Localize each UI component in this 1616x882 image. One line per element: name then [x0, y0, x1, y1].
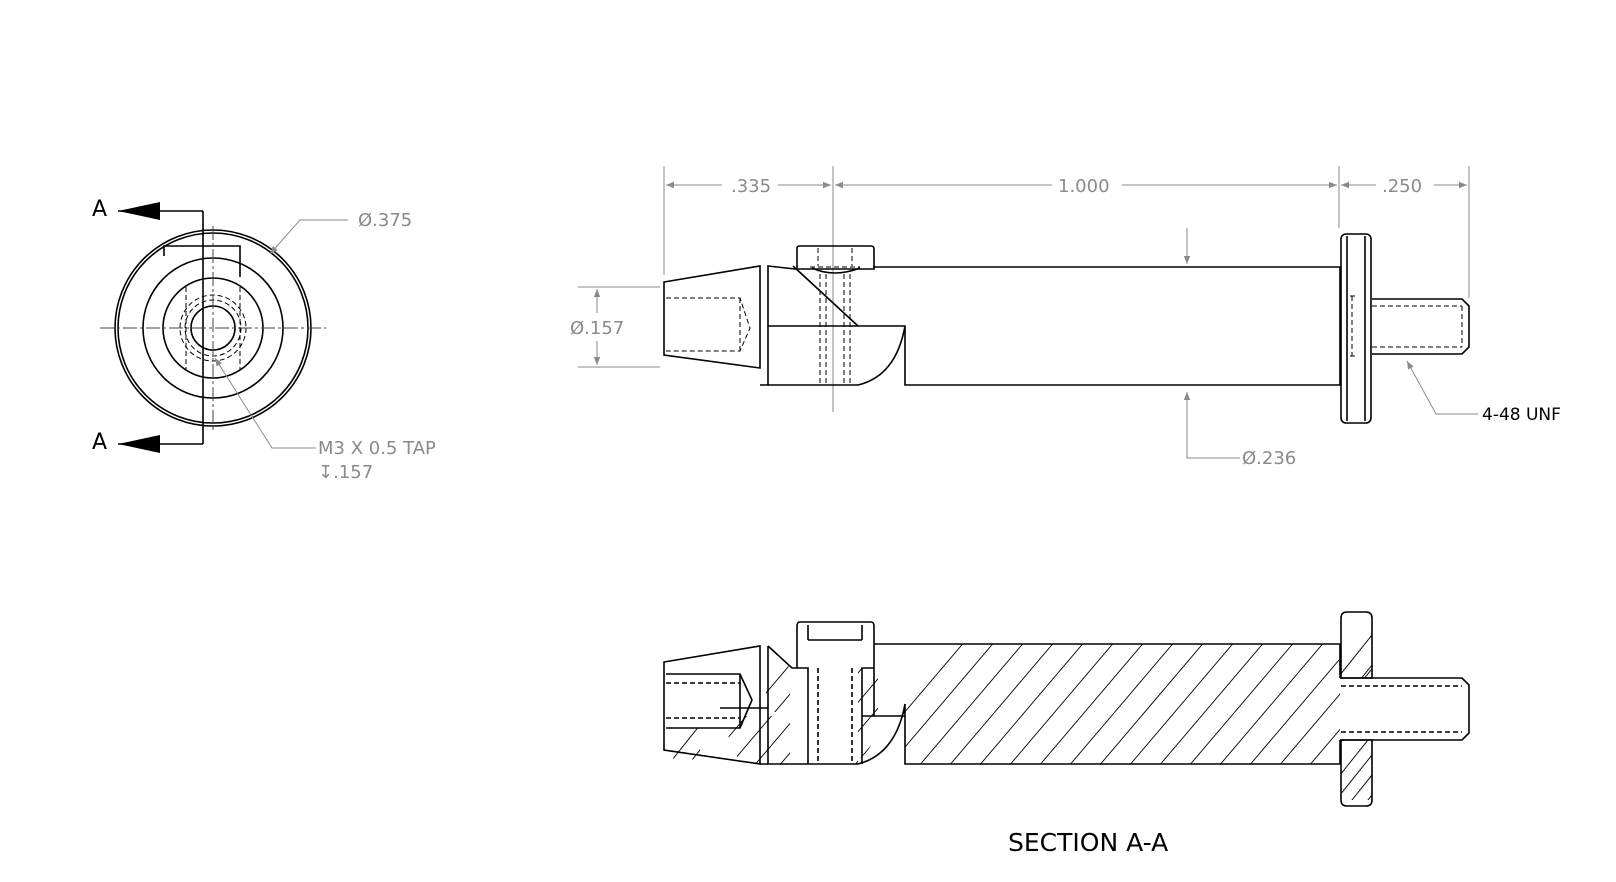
section-stud-thread [1341, 685, 1462, 733]
side-screw-hex-hidden [810, 248, 860, 268]
section-arrow-top [118, 202, 160, 220]
section-hatch-flange [1341, 618, 1372, 800]
section-view: SECTION A-A [663, 611, 1470, 857]
section-letter-top: A [92, 197, 107, 222]
dim-body-diameter: Ø.236 [1242, 448, 1296, 469]
diameter-callout: Ø.375 [358, 210, 412, 231]
screw-flat-outline [163, 245, 241, 277]
section-title: SECTION A-A [1008, 828, 1168, 857]
section-part-outline [663, 611, 1470, 807]
side-threaded-stud [1372, 298, 1470, 355]
section-flange-bottom [1340, 739, 1373, 807]
section-slot-top [767, 645, 797, 669]
thread-callout: 4-48 UNF [1482, 405, 1561, 425]
side-slot-diagonal [792, 265, 859, 327]
front-view: A A Ø.375 M3 X 0.5 TAP ↧.157 [92, 197, 436, 483]
side-screw-head-base [811, 267, 861, 274]
section-letter-bottom: A [92, 430, 107, 455]
section-arrow-bottom [118, 435, 160, 453]
side-body-curve [768, 325, 906, 386]
section-body-upper [874, 643, 1341, 678]
thread-leader [1406, 360, 1478, 415]
side-body [767, 265, 1341, 386]
dim-middle: 1.000 [1058, 176, 1110, 197]
side-tip-hidden-hole [666, 297, 751, 352]
section-body-lower [767, 703, 1341, 765]
side-screw-head [796, 245, 875, 268]
side-stud-thread-hidden [1372, 305, 1463, 348]
side-view: .335 1.000 .250 Ø.157 Ø.236 4-48 UNF [570, 166, 1561, 469]
side-screw-shank-hidden [819, 274, 851, 384]
section-hatch-body [880, 644, 1340, 764]
dim-body-arrow-bottom [1183, 392, 1240, 459]
dim-left: .335 [731, 176, 771, 197]
tap-leader [214, 357, 316, 449]
diameter-leader [269, 219, 348, 255]
section-screw-socket [807, 625, 863, 641]
section-stud [1340, 677, 1470, 741]
dim-right: .250 [1382, 176, 1422, 197]
section-jaw-line [862, 668, 905, 717]
side-flange [1340, 233, 1372, 424]
section-screw-shank [797, 667, 874, 764]
section-line-a-a: A A [92, 197, 204, 455]
side-part-outline [663, 233, 1470, 424]
side-body-lower-left [760, 326, 769, 386]
section-hatch-tip [665, 728, 700, 760]
section-screw-head [796, 621, 875, 668]
section-screw-thread [817, 668, 853, 764]
side-flange-hidden-hole [1350, 295, 1356, 357]
tap-callout-line2: ↧.157 [318, 462, 373, 483]
side-tip-cone [663, 265, 761, 369]
section-hatch-mid [720, 648, 878, 764]
tap-callout-line1: M3 X 0.5 TAP [318, 438, 436, 459]
section-flange-top [1340, 611, 1373, 679]
dim-tip-diameter: Ø.157 [570, 318, 624, 339]
section-tip-hole [666, 673, 753, 729]
